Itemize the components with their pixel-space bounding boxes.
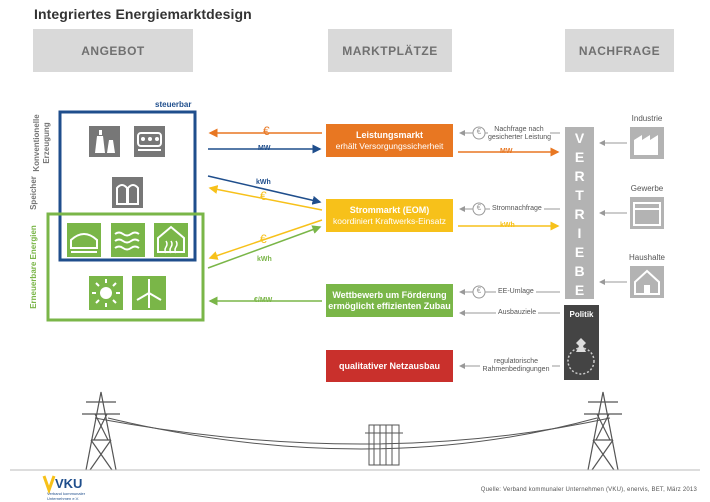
euro-label-1: € (263, 124, 270, 138)
kwh-label-2: kWh (257, 256, 272, 263)
svg-text:VKU: VKU (55, 476, 82, 491)
euro-circle-text-1: € (476, 127, 482, 136)
euro-circle-icon-1 (472, 126, 486, 140)
foerderung-box: Wettbewerb um Förderung ermöglicht effiz… (326, 284, 453, 317)
mw-label-1: MW (258, 145, 271, 152)
euro-label-2: € (260, 189, 267, 203)
politik-emblem (567, 338, 595, 375)
vertriebe-column: V E R T R I E B E (565, 127, 594, 299)
euro-circle-text-3: € (476, 286, 482, 295)
gewerbe-label: Gewerbe (630, 184, 664, 193)
biogas-icon (67, 223, 101, 257)
steuerbar-frame (58, 110, 197, 262)
steuerbar-label: steuerbar (155, 100, 192, 109)
wind-icon (132, 276, 166, 310)
arrow-kwh-conv (207, 175, 322, 205)
solar-icon (89, 276, 123, 310)
kwh-label-3: kWh (500, 222, 515, 229)
politik-label: Politik (569, 310, 594, 319)
mw-label-2: MW (500, 148, 513, 155)
vertriebe-letter: I (577, 225, 582, 241)
hydro-icon (111, 223, 145, 257)
svg-text:Verband kommunaler: Verband kommunaler (47, 491, 86, 496)
haushalte-label: Haushalte (628, 253, 666, 262)
vku-logo: VKU Verband kommunaler Unternehmen e.V. (42, 475, 86, 501)
industrie-label: Industrie (631, 114, 663, 123)
foerderung-line1: Wettbewerb um Förderung (332, 289, 447, 300)
column-header-marktplaetze: MARKTPLÄTZE (328, 29, 452, 72)
vertriebe-letter: E (574, 149, 585, 165)
power-lines (94, 417, 611, 450)
ausbauziele-label: Ausbauziele (496, 309, 539, 317)
euro-circle-icon-2 (472, 202, 486, 216)
transformer-icon (365, 424, 403, 466)
vertriebe-letter: E (574, 244, 585, 260)
erneuerbare-frame (46, 212, 205, 322)
leistungsmarkt-title: Leistungsmarkt (355, 129, 424, 140)
stromnachfrage-label: Stromnachfrage (490, 205, 544, 213)
leistungsmarkt-subtitle: erhält Versorgungssicherheit (335, 140, 444, 151)
household-icon (630, 266, 664, 298)
arrow-euro-conv (208, 185, 323, 211)
svg-text:Unternehmen e.V.: Unternehmen e.V. (47, 496, 79, 501)
arrow-euro-ren (208, 219, 323, 260)
strommarkt-subtitle: koordiniert Kraftwerks-Einsatz (333, 215, 446, 226)
source-note: Quelle: Verband kommunaler Unternehmen (… (480, 487, 697, 493)
vertriebe-letter: E (574, 282, 585, 298)
arrow-kwh-ren (207, 225, 322, 269)
column-header-angebot: ANGEBOT (33, 29, 193, 72)
coal-plant-icon (89, 126, 120, 157)
foerderung-line2: ermöglicht effizienten Zubau (328, 300, 451, 311)
industry-icon (630, 127, 664, 159)
leistungsmarkt-box: Leistungsmarkt erhält Versorgungssicherh… (326, 124, 453, 157)
netzausbau-box: qualitativer Netzausbau (326, 350, 453, 382)
page-title: Integriertes Energiemarktdesign (34, 6, 252, 22)
transmission-tower-right-icon (584, 391, 622, 471)
gas-plant-icon (134, 126, 165, 157)
vertriebe-letter: T (575, 187, 584, 203)
strommarkt-box: Strommarkt (EOM) koordiniert Kraftwerks-… (326, 199, 453, 232)
euro-circle-icon-3 (472, 285, 486, 299)
netzausbau-title: qualitativer Netzausbau (338, 360, 441, 371)
geothermal-icon (154, 223, 188, 257)
storage-icon (112, 177, 143, 208)
vertriebe-letter: V (574, 130, 585, 146)
vertriebe-letter: B (574, 263, 585, 279)
transmission-tower-left-icon (82, 391, 120, 471)
euro-mw-label: €/MW (254, 297, 273, 304)
euro-circle-text-2: € (476, 203, 482, 212)
ee-umlage-label: EE-Umlage (496, 288, 536, 296)
speicher-label: Speicher (29, 176, 38, 210)
commerce-icon (630, 197, 664, 229)
strommarkt-title: Strommarkt (EOM) (349, 204, 430, 215)
column-header-nachfrage: NACHFRAGE (565, 29, 674, 72)
kwh-label-1: kWh (256, 179, 271, 186)
vertriebe-letter: R (574, 206, 585, 222)
euro-label-3: € (260, 232, 267, 246)
vertriebe-letter: R (574, 168, 585, 184)
erneuerbare-label: Erneuerbare Energien (29, 225, 38, 309)
